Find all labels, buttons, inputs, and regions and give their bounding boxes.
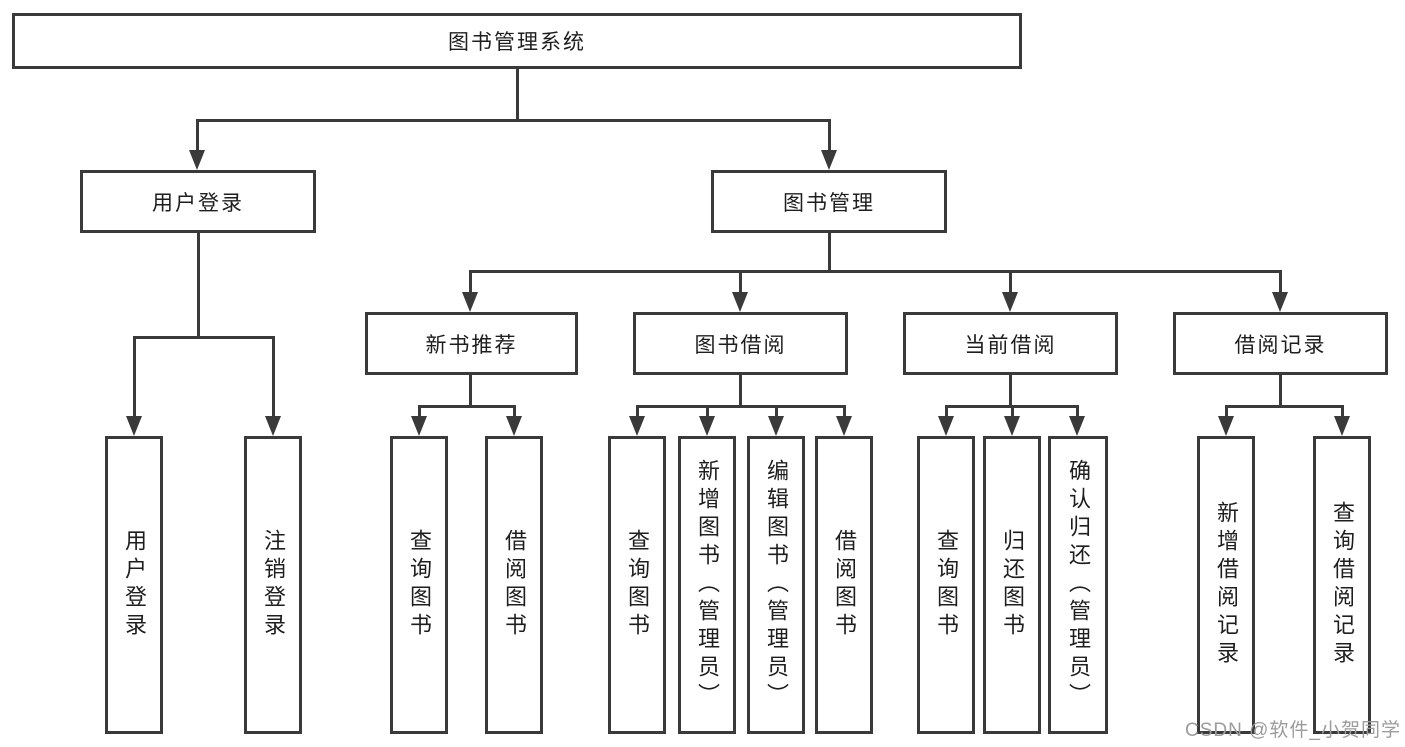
connector-line: [1075, 405, 1079, 418]
leaf-edit-book-admin: 编辑图书（管理员）: [747, 436, 805, 734]
arrow-down-icon: [189, 150, 205, 170]
connector-line: [1340, 405, 1344, 418]
connector-line: [196, 233, 200, 338]
leaf-query-books-borrowing: 查询图书: [608, 436, 666, 734]
connector-line: [1010, 405, 1014, 418]
connector-line: [417, 405, 516, 408]
connector-line: [1008, 270, 1012, 294]
connector-line: [1008, 375, 1012, 408]
connector-line: [468, 270, 472, 294]
arrow-down-icon: [699, 416, 715, 436]
node-new-book-recommend: 新书推荐: [365, 312, 578, 375]
arrow-down-icon: [411, 416, 427, 436]
arrow-down-icon: [836, 416, 852, 436]
connector-line: [468, 270, 1282, 273]
connector-line: [1224, 405, 1228, 418]
arrow-down-icon: [1002, 292, 1018, 312]
node-root: 图书管理系统: [12, 13, 1022, 69]
arrow-down-icon: [1004, 416, 1020, 436]
arrow-down-icon: [506, 416, 522, 436]
connector-line: [417, 405, 421, 418]
leaf-borrow-books-recommend: 借阅图书: [485, 436, 543, 734]
node-borrowing-records: 借阅记录: [1173, 312, 1388, 375]
arrow-down-icon: [126, 416, 142, 436]
connector-line: [635, 405, 846, 408]
connector-line: [842, 405, 846, 418]
connector-line: [774, 405, 778, 418]
node-book-management: 图书管理: [711, 170, 947, 233]
connector-line: [1224, 405, 1344, 408]
leaf-confirm-return-admin: 确认归还（管理员）: [1048, 436, 1108, 734]
leaf-query-borrow-record: 查询借阅记录: [1313, 436, 1371, 734]
connector-line: [705, 405, 709, 418]
connector-line: [512, 405, 516, 418]
node-user-login: 用户登录: [80, 170, 316, 233]
connector-line: [1278, 270, 1282, 294]
connector-line: [515, 69, 519, 122]
connector-line: [738, 270, 742, 294]
watermark: CSDN @软件_小贺同学: [1185, 720, 1401, 741]
arrow-down-icon: [629, 416, 645, 436]
connector-line: [944, 405, 948, 418]
arrow-down-icon: [1334, 416, 1350, 436]
connector-line: [635, 405, 639, 418]
arrow-down-icon: [768, 416, 784, 436]
leaf-return-books: 归还图书: [983, 436, 1041, 734]
leaf-query-books-recommend: 查询图书: [390, 436, 448, 734]
arrow-down-icon: [732, 292, 748, 312]
arrow-down-icon: [1272, 292, 1288, 312]
connector-line: [132, 336, 136, 417]
arrow-down-icon: [938, 416, 954, 436]
connector-line: [195, 119, 199, 152]
connector-line: [195, 119, 831, 122]
leaf-borrow-books-borrowing: 借阅图书: [815, 436, 873, 734]
connector-line: [1278, 375, 1282, 408]
node-current-borrowing: 当前借阅: [903, 312, 1118, 375]
connector-line: [132, 336, 275, 339]
leaf-user-login: 用户登录: [105, 436, 163, 734]
leaf-query-books-current: 查询图书: [917, 436, 975, 734]
arrow-down-icon: [265, 416, 281, 436]
arrow-down-icon: [1069, 416, 1085, 436]
arrow-down-icon: [821, 150, 837, 170]
node-book-borrowing: 图书借阅: [633, 312, 848, 375]
leaf-logout: 注销登录: [244, 436, 302, 734]
leaf-add-book-admin: 新增图书（管理员）: [678, 436, 736, 734]
arrow-down-icon: [462, 292, 478, 312]
connector-line: [738, 375, 742, 408]
arrow-down-icon: [1218, 416, 1234, 436]
connector-line: [271, 336, 275, 417]
connector-line: [468, 375, 472, 408]
leaf-add-borrow-record: 新增借阅记录: [1197, 436, 1255, 734]
connector-line: [827, 233, 831, 272]
connector-line: [827, 119, 831, 152]
